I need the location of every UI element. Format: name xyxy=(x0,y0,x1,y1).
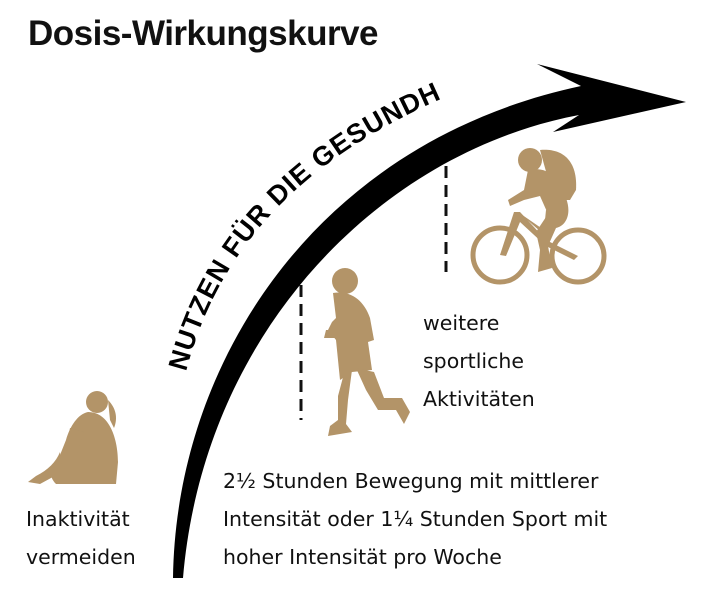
cyclist-icon xyxy=(470,148,607,285)
stage-label-further-sports: weitere sportliche Aktivitäten xyxy=(423,304,535,418)
label-line: sportliche xyxy=(423,349,524,373)
stage-label-recommendation: 2½ Stunden Bewegung mit mittlerer Intens… xyxy=(223,462,607,576)
label-line: hoher Intensität pro Woche xyxy=(223,545,502,569)
label-line: vermeiden xyxy=(26,545,136,569)
label-line: Intensität oder 1¼ Stunden Sport mit xyxy=(223,507,608,531)
label-line: weitere xyxy=(423,311,500,335)
benefit-arrow xyxy=(173,64,686,578)
sitting-person-icon xyxy=(28,391,118,484)
stage-label-inactivity: Inaktivität vermeiden xyxy=(26,500,136,576)
label-line: Aktivitäten xyxy=(423,387,535,411)
label-line: Inaktivität xyxy=(26,507,130,531)
runner-icon xyxy=(324,268,410,436)
label-line: 2½ Stunden Bewegung mit mittlerer xyxy=(223,469,599,493)
page-title: Dosis-Wirkungskurve xyxy=(28,14,379,53)
